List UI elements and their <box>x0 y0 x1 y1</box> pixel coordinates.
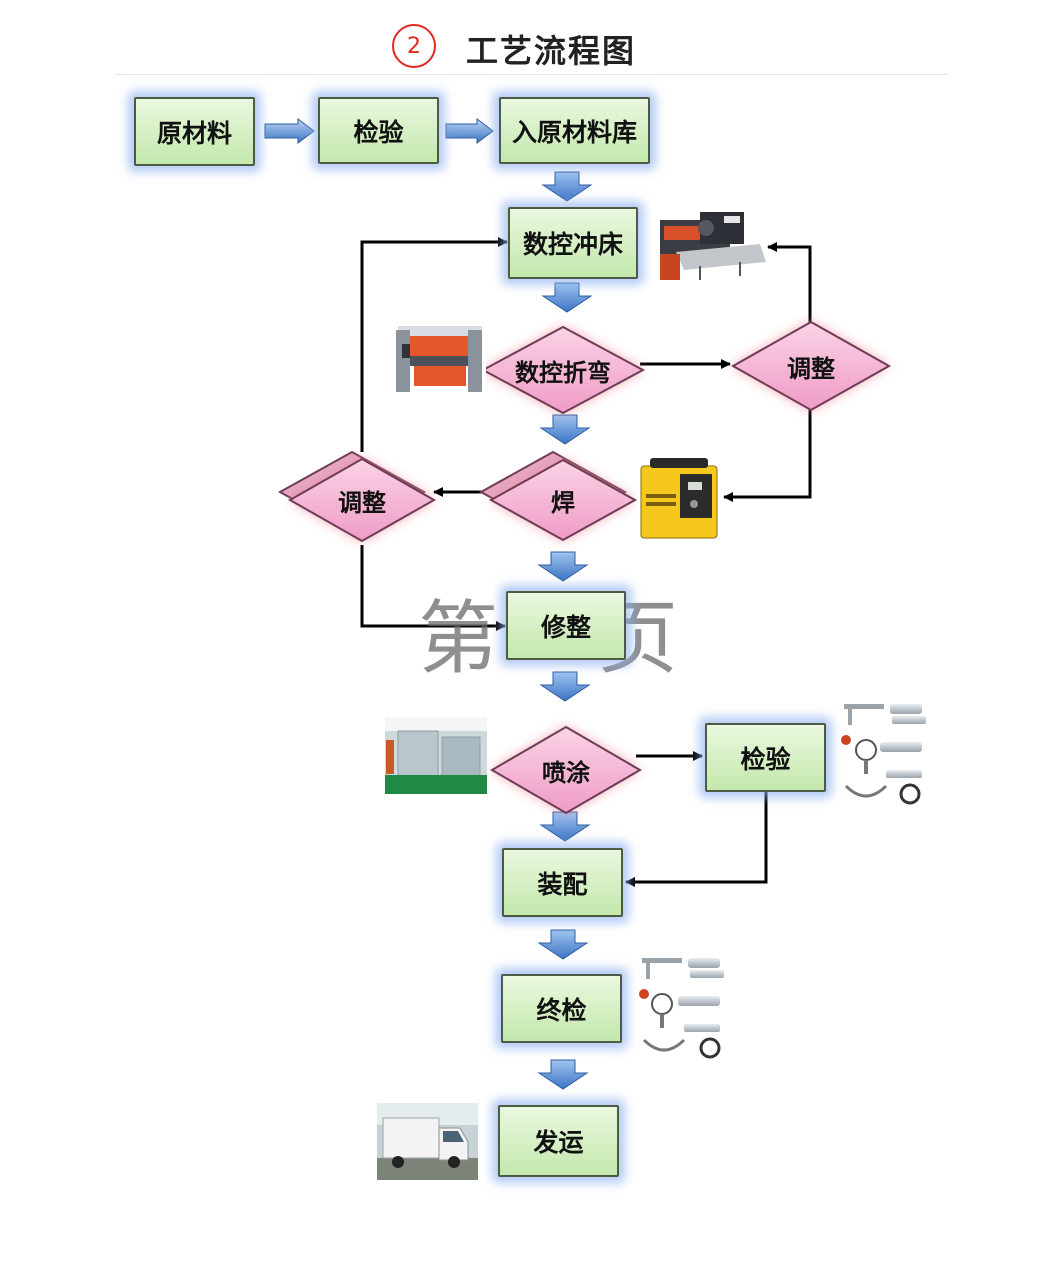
title-divider <box>115 74 948 75</box>
welding-machine-image <box>637 455 720 542</box>
down-arrow-weld-to-trim <box>537 551 589 582</box>
down-arrows <box>537 171 593 1090</box>
connector-adjust-to-trim <box>360 545 506 631</box>
box-cnc-punch: 数控冲床 <box>508 207 638 279</box>
watermark-left: 第 <box>418 592 498 685</box>
diamond-adjust-right <box>730 320 892 412</box>
diamond-label-weld: 焊 <box>551 488 575 517</box>
box-raw-material: 原材料 <box>134 97 255 166</box>
box-final-inspect: 终检 <box>501 974 622 1043</box>
connector-adjust-to-punch-left <box>360 237 508 452</box>
down-arrow-final-to-ship <box>537 1059 589 1090</box>
section-number-badge: 2 <box>392 24 436 68</box>
diamond-weld <box>478 450 638 542</box>
diamond-label-adjust-right: 调整 <box>787 354 835 383</box>
measuring-tools-image <box>840 700 928 806</box>
diamond-adjust-left <box>277 450 437 543</box>
measuring-tools-image-2 <box>638 954 728 1060</box>
connector-inspect-to-assembly <box>625 792 768 887</box>
press-brake-image <box>392 320 486 396</box>
box-inspect-2: 检验 <box>705 723 826 792</box>
box-raw-storage: 入原材料库 <box>499 97 650 164</box>
page-title: 工艺流程图 <box>466 32 637 70</box>
down-arrow-bending-to-weld <box>539 414 591 445</box>
box-ship: 发运 <box>498 1105 619 1177</box>
box-assembly: 装配 <box>502 848 623 917</box>
connector-adjust-to-punch <box>767 242 812 322</box>
box-trim: 修整 <box>506 591 626 660</box>
down-arrow-storage-to-punch <box>541 171 593 202</box>
down-arrow-spray-to-assembly <box>539 811 591 842</box>
down-arrow-assembly-to-final <box>537 929 589 960</box>
arrow-raw-to-inspect <box>264 118 315 144</box>
diamond-label-spray: 喷涂 <box>542 758 590 787</box>
box-truck-image <box>377 1103 478 1180</box>
down-arrow-punch-to-bending <box>541 282 593 313</box>
diamond-label-cnc-bending: 数控折弯 <box>515 358 611 387</box>
connector-adjust-to-welder <box>723 408 812 502</box>
punch-press-image <box>655 206 767 284</box>
diamond-label-adjust-left: 调整 <box>338 488 386 517</box>
down-arrow-trim-to-spray <box>539 671 591 702</box>
spray-booth-image <box>385 717 487 794</box>
box-inspect-1: 检验 <box>318 97 439 164</box>
diamond-spray <box>490 725 642 815</box>
diamond-cnc-bending <box>480 325 646 415</box>
arrow-inspect-to-storage <box>445 118 494 144</box>
